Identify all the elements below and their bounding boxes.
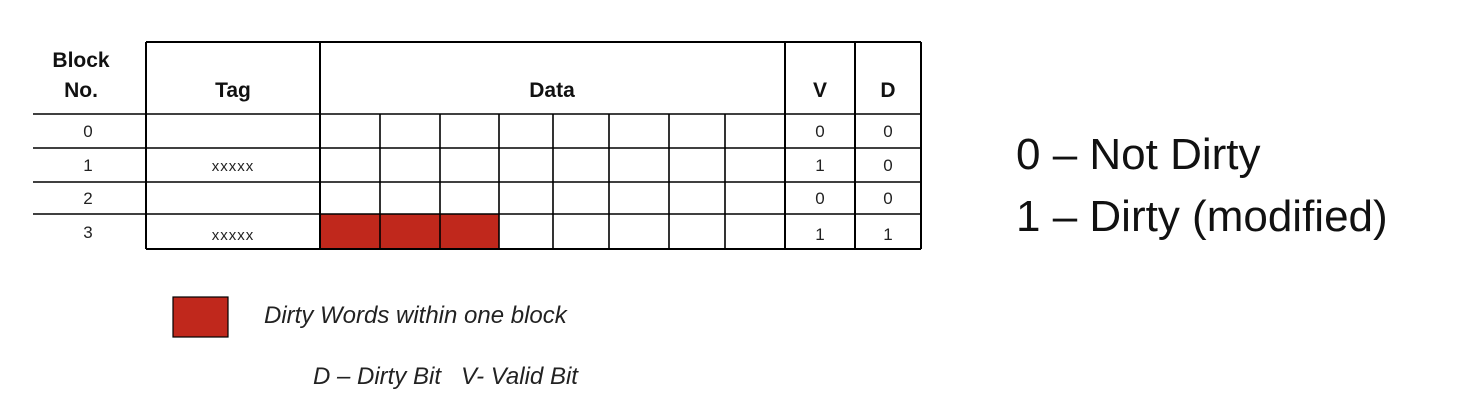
table-row: 3 xxxxx 1 1 bbox=[83, 223, 892, 244]
note-dirty-modified: 1 – Dirty (modified) bbox=[1016, 192, 1388, 241]
dirty-word-cell bbox=[440, 214, 499, 249]
legend: Dirty Words within one block D – Dirty B… bbox=[172, 296, 579, 390]
valid-bit: 0 bbox=[815, 122, 824, 141]
dirty-word-swatch bbox=[172, 296, 229, 338]
dirty-bit: 0 bbox=[883, 156, 892, 175]
cache-table-grid bbox=[33, 41, 922, 250]
valid-bit: 0 bbox=[815, 189, 824, 208]
tag-value: xxxxx bbox=[212, 227, 255, 244]
dirty-bit: 0 bbox=[883, 122, 892, 141]
dirty-bit-notes: 0 – Not Dirty 1 – Dirty (modified) bbox=[1016, 130, 1388, 241]
dirty-word-cell bbox=[320, 214, 380, 249]
block-number: 3 bbox=[83, 223, 92, 242]
dirty-bit: 1 bbox=[883, 225, 892, 244]
table-row: 0 0 0 bbox=[83, 122, 892, 141]
note-not-dirty: 0 – Not Dirty bbox=[1016, 130, 1261, 179]
block-number: 1 bbox=[83, 156, 92, 175]
header-block-no-line2: No. bbox=[64, 79, 98, 102]
header-block-no-line1: Block bbox=[52, 49, 110, 72]
table-headers: Block No. Tag Data V D bbox=[52, 49, 895, 102]
block-number: 0 bbox=[83, 122, 92, 141]
legend-bits: D – Dirty Bit V- Valid Bit bbox=[313, 363, 579, 390]
block-number: 2 bbox=[83, 189, 92, 208]
header-data: Data bbox=[529, 79, 575, 102]
header-tag: Tag bbox=[215, 79, 251, 102]
dirty-word-cells bbox=[320, 214, 499, 249]
table-row: 2 0 0 bbox=[83, 189, 892, 208]
legend-dirty-words: Dirty Words within one block bbox=[264, 302, 569, 329]
header-dirty: D bbox=[880, 79, 895, 102]
table-row: 1 xxxxx 1 0 bbox=[83, 156, 892, 175]
tag-value: xxxxx bbox=[212, 158, 255, 175]
dirty-word-cell bbox=[380, 214, 440, 249]
valid-bit: 1 bbox=[815, 225, 824, 244]
header-valid: V bbox=[813, 79, 827, 102]
dirty-bit: 0 bbox=[883, 189, 892, 208]
valid-bit: 1 bbox=[815, 156, 824, 175]
